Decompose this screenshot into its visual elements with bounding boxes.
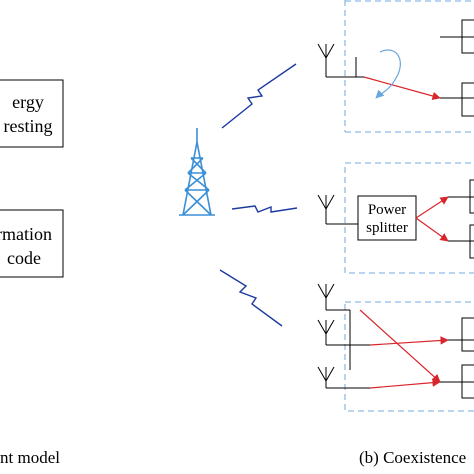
- bottom-lower-block: [461, 364, 474, 399]
- dashed-box-bottom: [344, 301, 474, 412]
- lightning-icon: [219, 63, 298, 327]
- energy-harvesting-block: ergy resting: [0, 79, 64, 148]
- bottom-upper-block: [461, 317, 474, 352]
- tower-icon: [179, 128, 215, 216]
- antenna-icon: [317, 283, 351, 370]
- information-block-line1: rmation: [0, 224, 52, 244]
- loop-arrow-icon: [375, 49, 401, 99]
- dashed-box-middle: [344, 162, 474, 274]
- bottom-connections: [359, 309, 474, 399]
- left-panel-caption: nt model: [0, 448, 60, 467]
- antenna-icon: [317, 319, 370, 346]
- middle-lower-block: [469, 224, 474, 259]
- power-splitter-line2: splitter: [366, 220, 408, 236]
- antenna-icon: [317, 43, 364, 78]
- energy-block-line1: ergy: [12, 92, 44, 112]
- switch-connection-top: [363, 19, 474, 117]
- power-splitter-block: Power splitter: [357, 195, 417, 241]
- energy-block-line2: resting: [4, 116, 53, 136]
- dashed-box-top: [344, 0, 474, 133]
- middle-upper-block: [469, 179, 474, 214]
- top-lower-block: [461, 82, 474, 117]
- right-panel-caption: (b) Coexistence: [359, 448, 466, 467]
- information-decode-block: rmation code: [0, 209, 64, 278]
- splitter-arrows: [415, 179, 474, 259]
- information-block-line2: code: [7, 248, 41, 268]
- top-upper-block: [461, 19, 474, 54]
- antenna-icon: [317, 194, 358, 225]
- power-splitter-line1: Power: [368, 202, 406, 218]
- antenna-icon: [317, 366, 370, 389]
